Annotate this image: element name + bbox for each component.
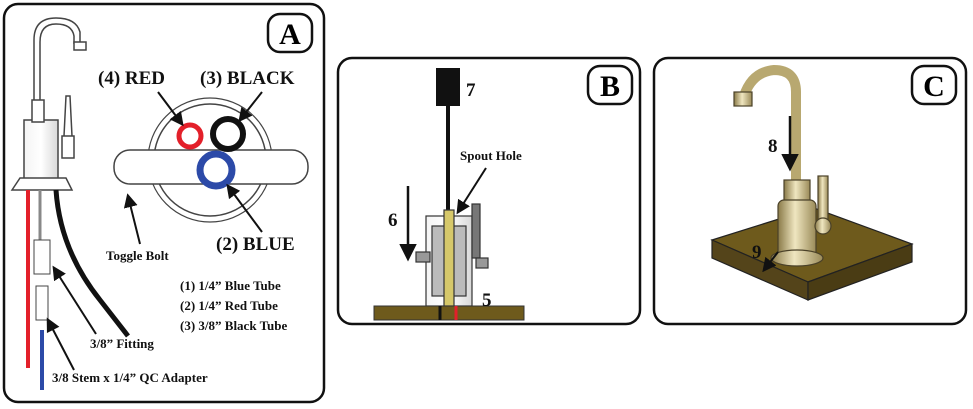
step-8-label: 8 — [768, 136, 778, 157]
fitting-3-8 — [33, 239, 51, 275]
panel-a-badge — [266, 12, 314, 54]
label-blue: (2) BLUE — [216, 234, 295, 255]
label-spout-hole: Spout Hole — [460, 148, 522, 163]
step-5-label: 5 — [482, 290, 492, 311]
spout-hole-leader — [456, 167, 487, 215]
label-toggle-bolt: Toggle Bolt — [106, 248, 169, 263]
step-9-arrow — [762, 251, 779, 273]
red-tube-ring — [176, 122, 204, 150]
panel-b: B 7 Spout Hole 6 5 — [336, 56, 642, 326]
panel-c-badge — [910, 64, 958, 106]
step-9-label: 9 — [752, 242, 762, 263]
panel-a-letter: A — [279, 18, 301, 51]
panel-a: A (4) RED (3) BLACK (2) BLUE Toggle Bolt — [2, 2, 326, 404]
panel-b-badge — [586, 64, 634, 106]
qc-adapter — [35, 285, 49, 321]
label-adapter: 3/8 Stem x 1/4” QC Adapter — [52, 370, 208, 385]
install-tool-handle — [436, 68, 460, 106]
countertop-section — [373, 305, 525, 321]
faucet-a-illustration — [10, 17, 87, 191]
panel-b-letter: B — [600, 70, 620, 103]
panel-c: C 8 9 — [652, 56, 968, 326]
legend-item-2: (2) 1/4” Red Tube — [180, 298, 278, 313]
black-tube-ring — [210, 116, 246, 152]
label-fitting: 3/8” Fitting — [90, 336, 154, 351]
black-tube — [53, 189, 130, 338]
panel-a-frame — [2, 2, 326, 404]
step-7-label: 7 — [466, 80, 476, 101]
legend-item-1: (1) 1/4” Blue Tube — [180, 278, 281, 293]
step-6-label: 6 — [388, 210, 398, 231]
label-red: (4) RED — [98, 68, 165, 89]
brass-faucet — [733, 64, 832, 267]
panel-c-letter: C — [923, 70, 945, 103]
legend-item-3: (3) 3/8” Black Tube — [180, 318, 288, 333]
label-black: (3) BLACK — [200, 68, 295, 89]
blue-tube-ring — [196, 150, 236, 190]
panel-a-leader-lines — [46, 91, 263, 371]
faucet-body-cutaway — [415, 203, 489, 307]
